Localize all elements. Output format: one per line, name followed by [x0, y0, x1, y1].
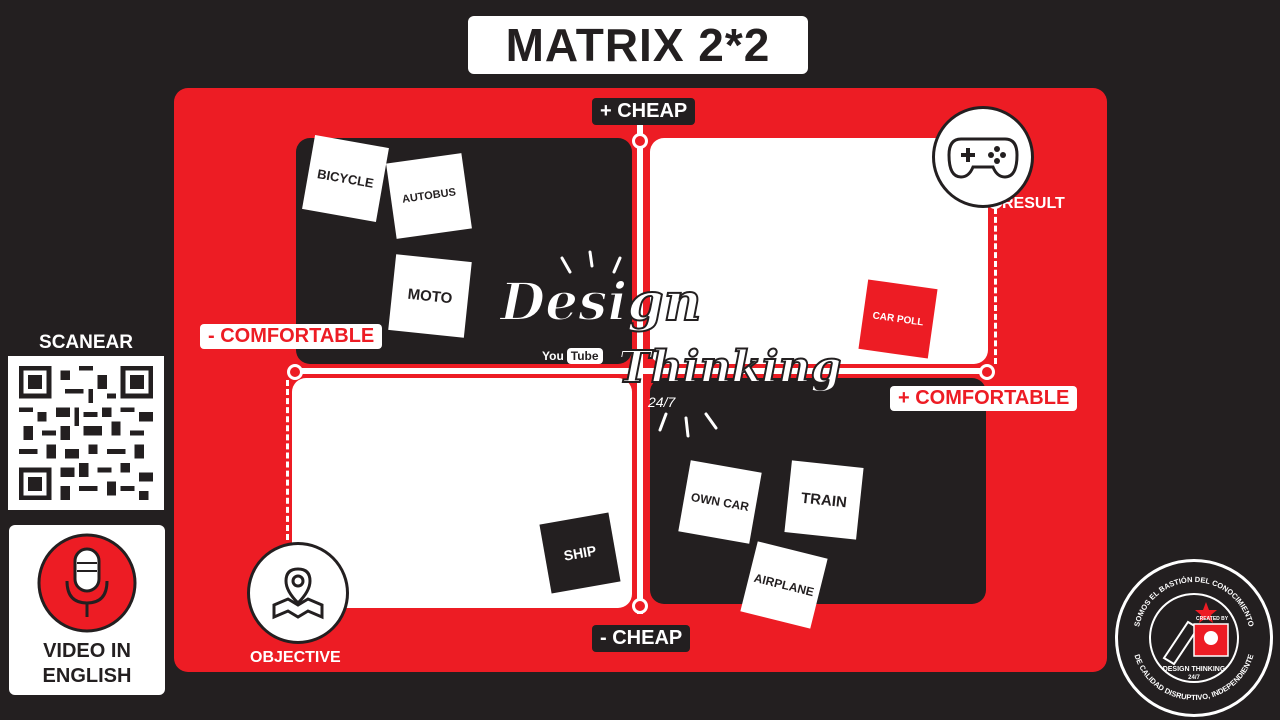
axis-dot-top [632, 133, 648, 149]
logo-rays [560, 250, 718, 438]
page-title: MATRIX 2*2 [468, 16, 808, 74]
axis-label-left: - COMFORTABLE [200, 324, 383, 349]
logo-line-thinking: Thinking [617, 341, 842, 394]
star-icon [1195, 602, 1217, 623]
axis-label-top: + CHEAP [592, 98, 696, 125]
note-ship[interactable]: SHIP [539, 512, 621, 594]
logo-channel: CHANNEL [545, 378, 597, 389]
youtube-you: You [542, 349, 564, 363]
result-label: RESULT [1002, 195, 1065, 212]
note-moto[interactable]: MOTO [388, 254, 472, 338]
page-title-text: MATRIX 2*2 [505, 19, 771, 71]
objective-connector [286, 380, 289, 540]
qr-code-icon [19, 366, 153, 500]
location-map-icon [272, 567, 324, 620]
seal-name: DESIGN THINKING [1162, 666, 1226, 673]
axis-label-right: + COMFORTABLE [890, 386, 1078, 411]
axis-dot-bottom [632, 598, 648, 614]
video-label: VIDEO IN ENGLISH [42, 640, 132, 687]
note-car-poll[interactable]: CAR POLL [858, 279, 938, 359]
objective-label: OBJECTIVE [250, 649, 341, 666]
scan-label: SCANEAR [39, 332, 133, 353]
seal-suffix: 24/7 [1188, 675, 1200, 681]
youtube-badge: You Tube [542, 348, 603, 364]
design-thinking-seal: SOMOS EL BASTIÓN DEL CONOCIMIENTO DE CAL… [1115, 559, 1273, 717]
microphone-icon [37, 533, 137, 633]
seal-ring-top: SOMOS EL BASTIÓN DEL CONOCIMIENTO [1132, 575, 1256, 628]
svg-text:SOMOS EL BASTIÓN DEL CONOCIMIE: SOMOS EL BASTIÓN DEL CONOCIMIENTO [1132, 575, 1256, 628]
objective-badge [247, 542, 349, 644]
result-badge [932, 106, 1034, 208]
axis-vertical [637, 116, 643, 614]
qr-code[interactable] [8, 356, 164, 510]
seal-created-by: CREATED BY [1196, 616, 1229, 622]
video-in-english-card[interactable]: VIDEO IN ENGLISH [9, 525, 165, 695]
youtube-tube: Tube [566, 348, 603, 364]
gamepad-icon [947, 137, 1019, 179]
axis-label-bottom: - CHEAP [592, 625, 691, 652]
logo-suffix: 24/7 [648, 394, 676, 410]
logo-line-design: Design [499, 271, 702, 334]
axis-dot-left [287, 364, 303, 380]
pencil-icon [1162, 620, 1200, 666]
result-connector [994, 208, 997, 364]
seal-ring: SOMOS EL BASTIÓN DEL CONOCIMIENTO DE CAL… [1132, 575, 1256, 702]
note-bicycle[interactable]: BICYCLE [302, 135, 389, 222]
note-train[interactable]: TRAIN [784, 460, 864, 540]
design-thinking-logo: Design Thinking 24/7 You Tube CHANNEL [490, 250, 842, 450]
note-own-car[interactable]: OWN CAR [678, 460, 762, 544]
axis-dot-right [979, 364, 995, 380]
note-autobus[interactable]: AUTOBUS [386, 153, 472, 239]
